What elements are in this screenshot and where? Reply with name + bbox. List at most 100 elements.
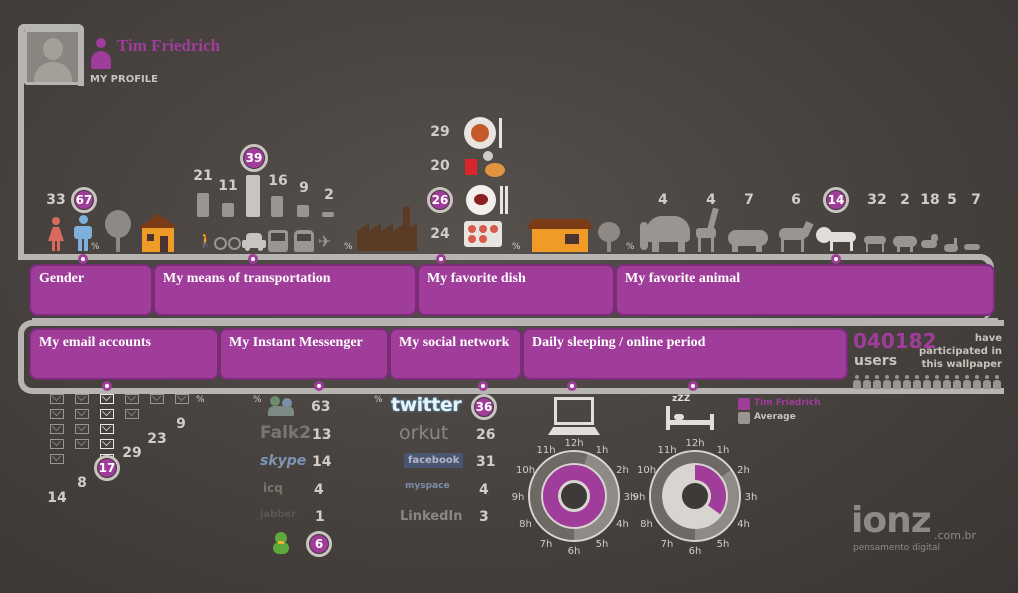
- transport-value-walk: 21: [193, 168, 213, 184]
- legend-you-label: Tim Friedrich: [754, 398, 821, 408]
- person-icon: [963, 375, 971, 389]
- messenger-pct: %: [253, 395, 262, 405]
- bird-icon: [964, 242, 982, 252]
- band-dish[interactable]: My favorite dish: [417, 264, 615, 316]
- avatar-body: [34, 62, 72, 82]
- tree-icon: [105, 210, 131, 252]
- walk-icon: 🚶: [197, 233, 215, 249]
- hour-label: 7h: [540, 539, 553, 550]
- transport-bar-plane: [322, 212, 334, 217]
- horse-icon: [775, 220, 815, 252]
- envelope-icon: [100, 409, 114, 419]
- person-icon: [873, 375, 881, 389]
- profile-photo[interactable]: [24, 29, 82, 85]
- bear-icon: [728, 228, 770, 252]
- ionz-logo[interactable]: ionz: [851, 500, 932, 541]
- envelope-icon: [75, 439, 89, 449]
- hour-label: 12h: [564, 438, 583, 449]
- band-animal[interactable]: My favorite animal: [615, 264, 995, 316]
- adium-duck-icon: [273, 532, 289, 554]
- messenger-badge[interactable]: 6: [306, 531, 332, 557]
- transport-value-plane: 2: [324, 187, 334, 203]
- marker-animal[interactable]: [831, 254, 841, 264]
- rail-left: [18, 24, 84, 86]
- elephant-icon: [640, 216, 690, 252]
- envelope-icon: [100, 424, 114, 434]
- you-arc: [695, 465, 726, 515]
- legend-average-swatch: [738, 412, 750, 424]
- marker-social[interactable]: [478, 381, 488, 391]
- giraffe-icon: [696, 207, 722, 252]
- animal-badge[interactable]: 14: [823, 187, 849, 213]
- gender-pct: %: [91, 242, 100, 252]
- animal-value-bear: 7: [744, 192, 754, 208]
- animal-value-horse: 6: [791, 192, 801, 208]
- band-messenger[interactable]: My Instant Messenger: [219, 328, 389, 380]
- band-social[interactable]: My social network: [389, 328, 522, 380]
- messenger-value-jabber: 1: [315, 509, 325, 525]
- msn-icon: [268, 396, 296, 416]
- hour-label: 5h: [717, 539, 730, 550]
- band-sleep[interactable]: Daily sleeping / online period: [522, 328, 848, 380]
- knife-fork-icon: [500, 186, 510, 214]
- person-icon: [943, 375, 951, 389]
- messenger-value-icq: 4: [314, 482, 324, 498]
- transport-bar-bike: [222, 203, 234, 217]
- sushi-icon: [464, 221, 502, 247]
- social-name-orkut: orkut: [399, 422, 449, 444]
- messenger-name-icq: icq: [263, 481, 283, 495]
- dish-badge[interactable]: 26: [427, 187, 453, 213]
- transport-badge[interactable]: 39: [240, 144, 268, 172]
- hour-label: 7h: [661, 539, 674, 550]
- transport-bar-bus: [271, 196, 283, 217]
- female-icon: [48, 217, 64, 251]
- hour-label: 8h: [640, 519, 653, 530]
- band-gender[interactable]: Gender: [29, 264, 153, 316]
- marker-sleep[interactable]: [688, 381, 698, 391]
- tree-icon-2: [598, 222, 620, 252]
- band-email[interactable]: My email accounts: [29, 328, 219, 380]
- marker-transport[interactable]: [248, 254, 258, 264]
- email-grid: [50, 394, 200, 484]
- steak-plate-icon: [466, 185, 496, 215]
- envelope-icon: [75, 394, 89, 404]
- person-icon: [913, 375, 921, 389]
- marker-messenger[interactable]: [314, 381, 324, 391]
- marker-online[interactable]: [567, 381, 577, 391]
- animal-value-cat: 18: [920, 192, 940, 208]
- restaurant-icon: [527, 219, 593, 252]
- hour-label: 1h: [717, 445, 730, 456]
- fastfood-icon: [465, 151, 509, 181]
- hour-label: 6h: [689, 546, 702, 554]
- envelope-icon: [100, 394, 114, 404]
- legend-average-label: Average: [754, 412, 796, 422]
- person-icon: [993, 375, 1001, 389]
- gender-male-badge[interactable]: 67: [71, 187, 97, 213]
- rail-mid-connector: [32, 318, 998, 324]
- messenger-name-skype: skype: [260, 453, 307, 469]
- lion-icon: [816, 227, 858, 252]
- profile-label: MY PROFILE: [90, 74, 158, 85]
- hour-label: 9h: [633, 492, 645, 503]
- plane-icon: ✈: [318, 232, 332, 251]
- band-transport[interactable]: My means of transportation: [153, 264, 417, 316]
- rail-vertical: [18, 80, 24, 260]
- hour-label: 10h: [637, 465, 656, 476]
- email-badge[interactable]: 17: [94, 455, 120, 481]
- transport-value-train: 9: [299, 180, 309, 196]
- social-badge[interactable]: 36: [471, 394, 497, 420]
- users-count: 040182: [853, 329, 937, 353]
- ionz-suffix: .com.br: [934, 529, 976, 542]
- animal-pct: %: [626, 242, 635, 252]
- envelope-icon: [50, 394, 64, 404]
- person-icon: [923, 375, 931, 389]
- male-icon: [74, 215, 92, 251]
- email-value-1: 14: [47, 490, 67, 506]
- wolf-icon: [862, 232, 890, 252]
- marker-email[interactable]: [102, 381, 112, 391]
- marker-dish[interactable]: [436, 254, 446, 264]
- profile-name[interactable]: Tim Friedrich: [117, 36, 221, 55]
- social-value-linkedin: 3: [479, 509, 489, 525]
- marker-gender[interactable]: [78, 254, 88, 264]
